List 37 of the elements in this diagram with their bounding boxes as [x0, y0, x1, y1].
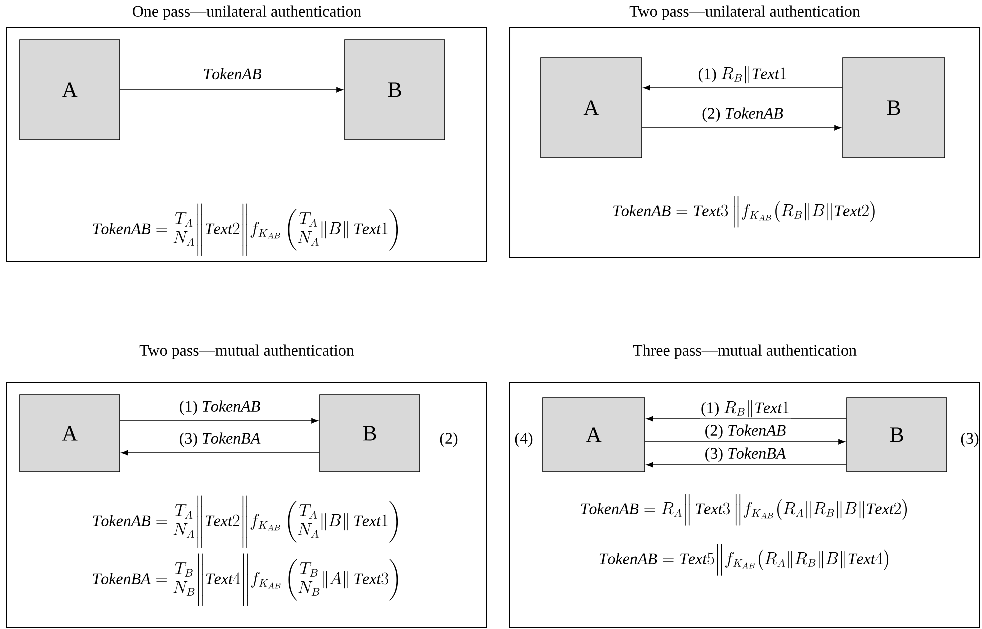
arrow	[122, 450, 320, 456]
arrow	[642, 125, 842, 131]
entity-box: A	[542, 398, 646, 472]
panel-title: One pass—unilateral authentication	[133, 6, 362, 20]
edge-label: $\text{(1) }R_B\|\mathit{Text}1$	[700, 399, 791, 419]
step-number: (3)	[961, 432, 979, 448]
step-number: (4)	[515, 432, 533, 448]
edge-label: $\text{(3) }\mathit{TokenBA}$	[178, 432, 262, 448]
entity-box: B	[320, 394, 420, 472]
edge-label: $\text{(2) }\mathit{TokenAB}$	[701, 106, 784, 124]
edge-label: $\text{(1) }R_B\|\mathit{Text}1$	[697, 65, 788, 85]
panel-title: Three pass—mutual authentication	[633, 344, 857, 360]
edge-label: $\text{(1) }\mathit{TokenAB}$	[178, 400, 262, 416]
entity-box: B	[842, 58, 946, 158]
entity-box: B	[344, 40, 446, 140]
arrow	[644, 85, 843, 91]
arrow	[120, 87, 344, 93]
step-number: (2)	[440, 432, 458, 448]
entity-box: A	[20, 40, 120, 140]
arrow	[645, 439, 846, 445]
formula: $\mathit{TokenAB}=\mathit{Text}5\Big\|f_{K_{AB}}\big(R_A\|R_B\|B\|\mathit{Text}4\big)$	[600, 544, 889, 576]
formula: $\mathit{TokenAB}=\mathit{Text}3\,\Big\|f_{K_{AB}}\big(R_B\|B\|\mathit{Text}2\big)$	[614, 196, 875, 228]
edge-label: $\text{(2) }\mathit{TokenAB}$	[704, 424, 788, 440]
formula: $\mathit{TokenBA}=\begin{matrix}T_B\\N_B\end{matrix}\Bigg\|\mathit{Text}4\Bigg\|f_{K_{AB}}\left(\begin{matrix}T_B\\N_B\end{matrix}\|A\|\,\mathit{Text}3\right)$	[93, 554, 398, 606]
entity-box: A	[20, 394, 120, 472]
entity-box: B	[846, 398, 948, 472]
formula: $\mathit{TokenAB}=\begin{matrix}T_A\\N_A\end{matrix}\Bigg\|\mathit{Text}2\Bigg\|f_{K_{AB}}\left(\begin{matrix}T_A\\N_A\end{matrix}\|B\|\,\mathit{Text}1\right)$	[93, 496, 398, 548]
panel-title: Two pass—mutual authentication	[140, 344, 354, 360]
entity-box: A	[540, 58, 642, 158]
edge-label: $\text{(3) }\mathit{TokenBA}$	[704, 446, 788, 464]
arrow	[120, 418, 318, 424]
arrow	[646, 462, 848, 468]
formula: $\mathit{TokenAB}=R_A\Big\|\,\mathit{Text}3\,\Big\|f_{K_{AB}}\big(R_A\|R_B\|B\|\mathit{Text}2\big)$	[581, 494, 907, 526]
edge-label: $\mathit{TokenAB}$	[202, 67, 263, 81]
formula: $\mathit{TokenAB}=\begin{matrix}T_A\\N_A\end{matrix}\Bigg\|\mathit{Text}2\Bigg\|f_{K_{AB}}\left(\begin{matrix}T_A\\N_A\end{matrix}\|B\|\,\mathit{Text}1\right)$	[93, 204, 398, 256]
panel-title: Two pass—unilateral authentication	[630, 6, 860, 20]
arrow	[646, 416, 848, 422]
